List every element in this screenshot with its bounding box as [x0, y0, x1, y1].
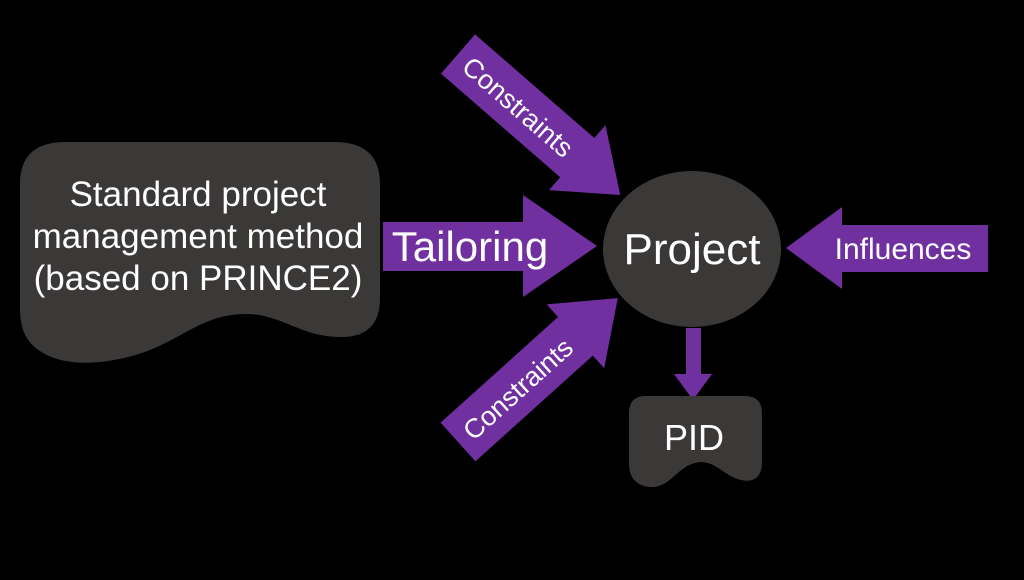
- constraints-top-arrow-label: Constraints: [456, 51, 579, 163]
- constraints-top-arrow-group: Constraints: [440, 34, 621, 196]
- method-box-line-1: Standard project: [70, 175, 327, 214]
- project-node-label: Project: [624, 225, 761, 274]
- tailoring-arrow: [383, 195, 597, 297]
- pid-node-label: PID: [664, 417, 724, 458]
- influences-arrow: [786, 207, 988, 289]
- constraints-top-arrow: [440, 34, 621, 196]
- method-box-line-3: (based on PRINCE2): [34, 259, 363, 298]
- tailoring-arrow-label: Tailoring: [392, 223, 548, 270]
- influences-arrow-label: Influences: [835, 233, 972, 266]
- project-to-pid-arrow-stem: [686, 328, 701, 377]
- method-box-line-2: management method: [33, 217, 364, 256]
- constraints-bottom-arrow-group: Constraints: [440, 298, 618, 462]
- project-to-pid-arrow-head: [674, 374, 712, 400]
- project-node-shape: [603, 171, 781, 327]
- constraints-bottom-arrow: [440, 298, 618, 462]
- project-to-pid-arrow: [674, 328, 712, 400]
- constraints-bottom-arrow-label: Constraints: [457, 332, 579, 446]
- standard-method-shape: [20, 142, 380, 363]
- pid-shape: [629, 396, 762, 488]
